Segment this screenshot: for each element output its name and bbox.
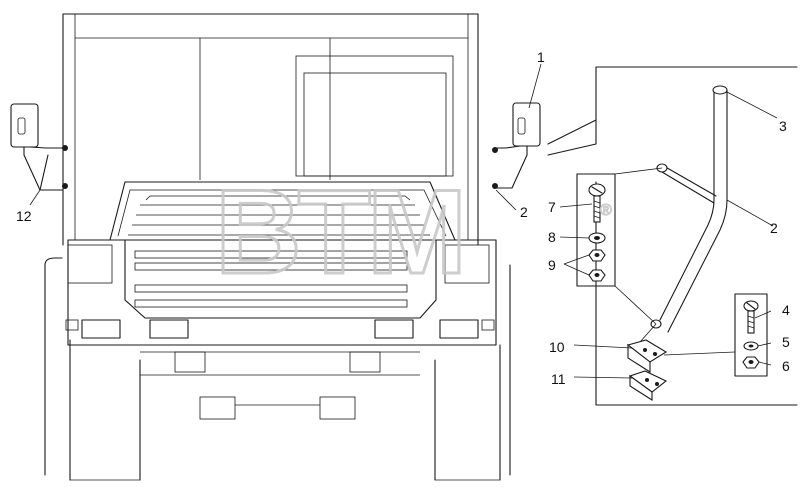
callout-9: 9 bbox=[548, 257, 556, 273]
cab bbox=[65, 181, 497, 420]
callouts: 1 2 2 3 4 5 6 7 8 9 10 11 12 bbox=[16, 49, 790, 387]
callout-4: 4 bbox=[782, 302, 790, 318]
leader-lines bbox=[29, 63, 778, 379]
callout-6: 6 bbox=[782, 358, 790, 374]
hardware-box-upper bbox=[576, 167, 663, 325]
callout-2-truck: 2 bbox=[520, 204, 528, 220]
cargo-body bbox=[62, 13, 479, 246]
truck-front-view bbox=[10, 13, 541, 481]
right-mirror bbox=[492, 102, 541, 189]
callout-8: 8 bbox=[548, 229, 556, 245]
callout-5: 5 bbox=[782, 334, 790, 350]
callout-11: 11 bbox=[551, 371, 566, 387]
wheels bbox=[44, 257, 511, 481]
watermark-text: BTM bbox=[215, 165, 463, 299]
left-mirror bbox=[10, 103, 68, 191]
grille-slats bbox=[128, 195, 430, 236]
callout-12: 12 bbox=[16, 208, 32, 224]
callout-2-detail: 2 bbox=[770, 220, 778, 236]
callout-3: 3 bbox=[779, 118, 787, 134]
detail-view bbox=[547, 66, 798, 406]
watermark: BTM ® bbox=[214, 164, 613, 301]
callout-1: 1 bbox=[537, 49, 545, 65]
registered-mark: ® bbox=[600, 202, 612, 219]
hardware-box-lower bbox=[734, 293, 768, 377]
bracket-11 bbox=[628, 370, 668, 402]
callout-7: 7 bbox=[548, 199, 556, 215]
mirror-arm bbox=[639, 85, 728, 343]
bracket-10 bbox=[626, 339, 668, 374]
callout-10: 10 bbox=[549, 339, 565, 355]
